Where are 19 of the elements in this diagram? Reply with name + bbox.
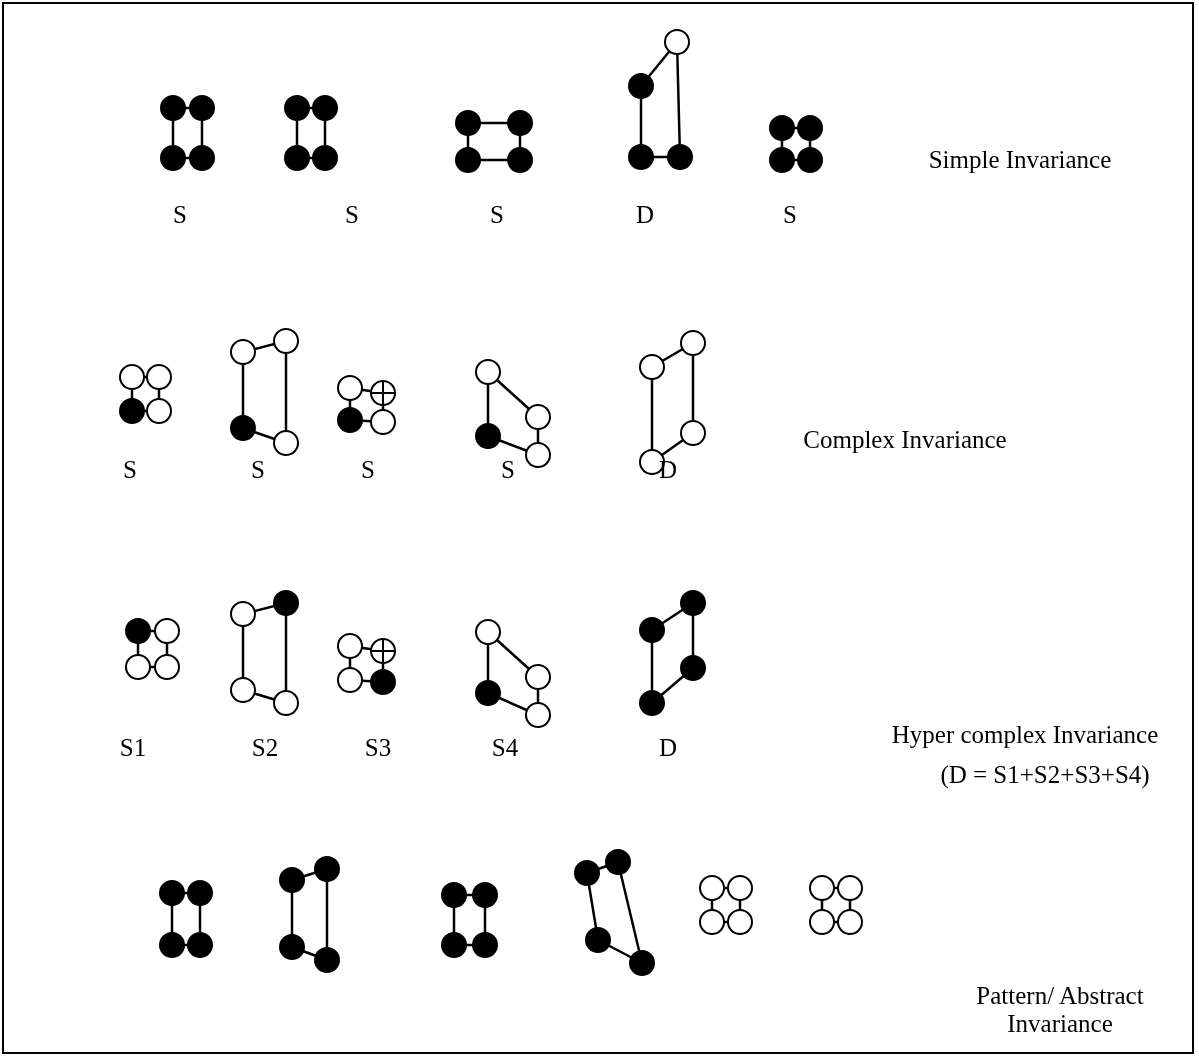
figure-label: S <box>173 201 187 229</box>
figure-label: S <box>123 456 137 484</box>
figure-label: S1 <box>119 734 147 762</box>
figure-label: S <box>345 201 359 229</box>
figure-label: S2 <box>251 734 279 762</box>
figure-label: S <box>501 456 515 484</box>
row-title: Simple Invariance <box>928 146 1112 174</box>
formula-label: (D = S1+S2+S3+S4) <box>940 761 1150 789</box>
row-title: Pattern/ Abstract Invariance <box>975 982 1145 1038</box>
figure-label: D <box>658 734 678 762</box>
figure-label: S <box>783 201 797 229</box>
row-title: Hyper complex Invariance <box>891 721 1159 749</box>
figure-label: D <box>635 201 655 229</box>
figure-label: S <box>251 456 265 484</box>
figure-label: S <box>490 201 504 229</box>
figure-label: S4 <box>491 734 519 762</box>
figure-label: S3 <box>364 734 392 762</box>
row-title: Complex Invariance <box>803 426 1007 454</box>
figure-label: S <box>361 456 375 484</box>
